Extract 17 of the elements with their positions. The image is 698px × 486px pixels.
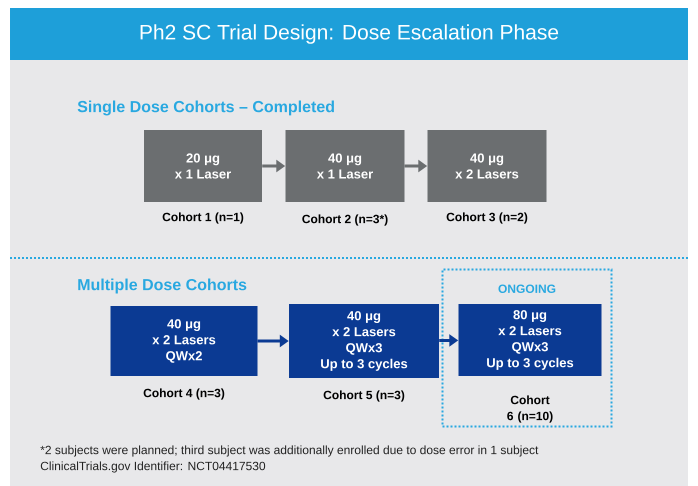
cohort-label: Cohort 4 (n=3) xyxy=(144,388,224,400)
dose-box: 40 μg x 2 Lasers QWx3 Up to 3 cycles xyxy=(289,304,439,378)
dose-box: 80 μg x 2 Lasers QWx3 Up to 3 cycles xyxy=(458,304,602,376)
cohort-label: Cohort 6 (n=10) xyxy=(507,395,553,423)
footnote: ClinicalTrials.gov Identifier: NCT04417530 xyxy=(40,461,266,473)
dose-box: 20 μg x 1 Laser xyxy=(144,130,262,202)
dose-box: 40 μg x 2 Lasers xyxy=(428,130,546,202)
footnote: *2 subjects were planned; third subject was additionally enrolled due to dose error in 1 subject xyxy=(40,445,538,457)
title-banner: Ph2 SC Trial Design: Dose Escalation Phase xyxy=(10,8,688,60)
dose-box: 40 μg x 2 Lasers QWx2 xyxy=(110,306,258,376)
cohort-label: Cohort 2 (n=3*) xyxy=(302,214,388,226)
section-heading: Single Dose Cohorts – Completed xyxy=(78,100,334,116)
section-heading: Multiple Dose Cohorts xyxy=(78,278,246,294)
cohort-label: Cohort 3 (n=2) xyxy=(446,212,528,224)
cohort-label: Cohort 5 (n=3) xyxy=(324,390,404,402)
dose-box: 40 μg x 1 Laser xyxy=(286,130,404,202)
cohort-label: Cohort 1 (n=1) xyxy=(162,212,244,224)
